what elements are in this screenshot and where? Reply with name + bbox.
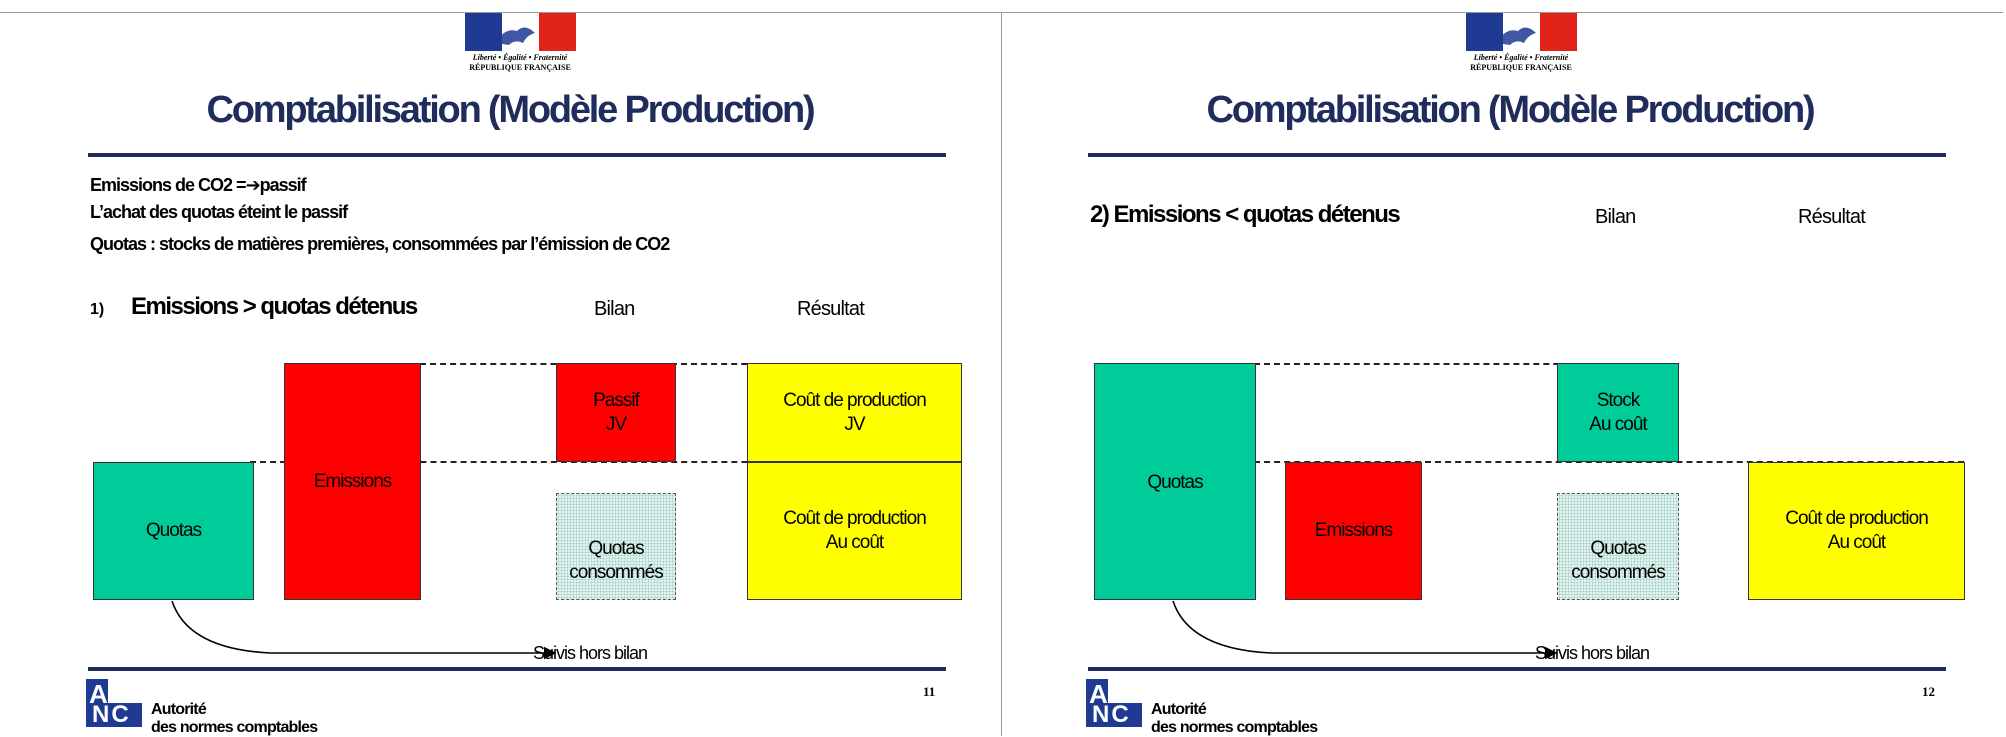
bullet-line-3: Quotas : stocks de matières premières, c… — [90, 234, 670, 254]
top-dashed-line — [1254, 363, 1679, 365]
footer-rule — [88, 667, 946, 671]
passif-label: Passif — [593, 389, 640, 411]
quotas-consommes-box: Quotas consommés — [1557, 493, 1679, 600]
emissions-box-label: Emissions — [1314, 520, 1394, 541]
marianne-flag-logo — [1466, 13, 1577, 51]
slide-11: Liberté • Égalité • Fraternité RÉPUBLIQU… — [0, 12, 1001, 737]
marianne-profile-icon — [1496, 27, 1536, 45]
bullet-line-2: L’achat des quotas éteint le passif — [90, 202, 348, 222]
footer-rule — [1088, 667, 1946, 671]
middle-dashed-line — [250, 461, 958, 463]
quotas-box-label: Quotas — [145, 520, 202, 541]
title-rule — [88, 153, 946, 157]
republic-motto: Liberté • Égalité • Fraternité — [1473, 53, 1569, 62]
cout-production-cout-label-1: Coût de production — [783, 508, 927, 529]
stock-au-cout-box: Stock Au coût — [1557, 363, 1679, 462]
case-number: 1) — [90, 301, 105, 318]
quotas-consommes-box: Quotas consommés — [556, 493, 676, 600]
column-header-bilan: Bilan — [594, 298, 635, 320]
org-name-line-1: Autorité — [151, 701, 207, 718]
cout-production-jv-label-1: Coût de production — [783, 389, 927, 411]
stock-label: Stock — [1596, 389, 1641, 411]
middle-dashed-line — [1254, 461, 1964, 463]
cout-production-cout-label-2: Au coût — [1827, 532, 1886, 553]
off-balance-caption: Suivis hors bilan — [1535, 643, 1650, 663]
quotas-consommes-label-1: Quotas — [588, 538, 644, 559]
quotas-box-label: Quotas — [1147, 472, 1203, 493]
slide-title: Comptabilisation (Modèle Production) — [206, 89, 816, 131]
page-number: 11 — [923, 684, 936, 699]
republic-label: RÉPUBLIQUE FRANÇAISE — [1470, 63, 1572, 72]
off-balance-caption: Suivis hors bilan — [533, 643, 648, 663]
marianne-flag-logo — [465, 13, 576, 51]
off-balance-arrow — [171, 600, 557, 660]
cout-production-cout-label-1: Coût de production — [1785, 508, 1929, 529]
slide-title: Comptabilisation (Modèle Production) — [1206, 89, 1816, 131]
slide-divider — [1001, 12, 1002, 736]
emissions-box-label: Emissions — [313, 470, 393, 492]
quotas-box: Quotas — [93, 462, 254, 600]
org-name-line-2: des normes comptables — [151, 719, 318, 736]
cout-production-jv-label-2: JV — [844, 413, 865, 435]
emissions-box: Emissions — [284, 363, 421, 600]
cout-production-jv-box: Coût de production JV — [747, 363, 962, 462]
passif-jv-label: JV — [605, 413, 627, 435]
column-header-resultat: Résultat — [797, 298, 865, 320]
cout-production-cout-box: Coût de production Au coût — [1748, 462, 1965, 600]
anc-logo: A NC — [1086, 679, 1142, 728]
anc-logo: A NC — [86, 679, 142, 728]
title-rule — [1088, 153, 1946, 157]
page-number: 12 — [1922, 684, 1935, 699]
cout-production-cout-label-2: Au coût — [825, 532, 884, 553]
quotas-box: Quotas — [1094, 363, 1256, 600]
case-heading: Emissions > quotas détenus — [131, 293, 418, 320]
slide-12: Liberté • Égalité • Fraternité RÉPUBLIQU… — [1002, 12, 2003, 737]
org-name-line-2: des normes comptables — [1151, 719, 1318, 736]
bullet-line-1: Emissions de CO2 =➔passif — [90, 175, 307, 195]
quotas-consommes-label-2: consommés — [569, 562, 663, 583]
emissions-box: Emissions — [1285, 462, 1422, 600]
case-heading: 2) Emissions < quotas détenus — [1090, 201, 1401, 228]
column-header-resultat: Résultat — [1798, 206, 1866, 228]
republic-label: RÉPUBLIQUE FRANÇAISE — [469, 63, 571, 72]
cout-production-cout-box: Coût de production Au coût — [747, 462, 962, 600]
marianne-profile-icon — [495, 27, 535, 45]
column-header-bilan: Bilan — [1595, 206, 1636, 228]
passif-jv-box: Passif JV — [556, 363, 676, 462]
republic-motto: Liberté • Égalité • Fraternité — [472, 53, 568, 62]
off-balance-arrow — [1172, 600, 1558, 660]
org-name-line-1: Autorité — [1151, 701, 1207, 718]
stock-au-cout-label: Au coût — [1589, 413, 1647, 435]
quotas-consommes-label-1: Quotas — [1590, 538, 1646, 559]
top-dashed-line — [420, 363, 958, 365]
quotas-consommes-label-2: consommés — [1571, 562, 1665, 583]
